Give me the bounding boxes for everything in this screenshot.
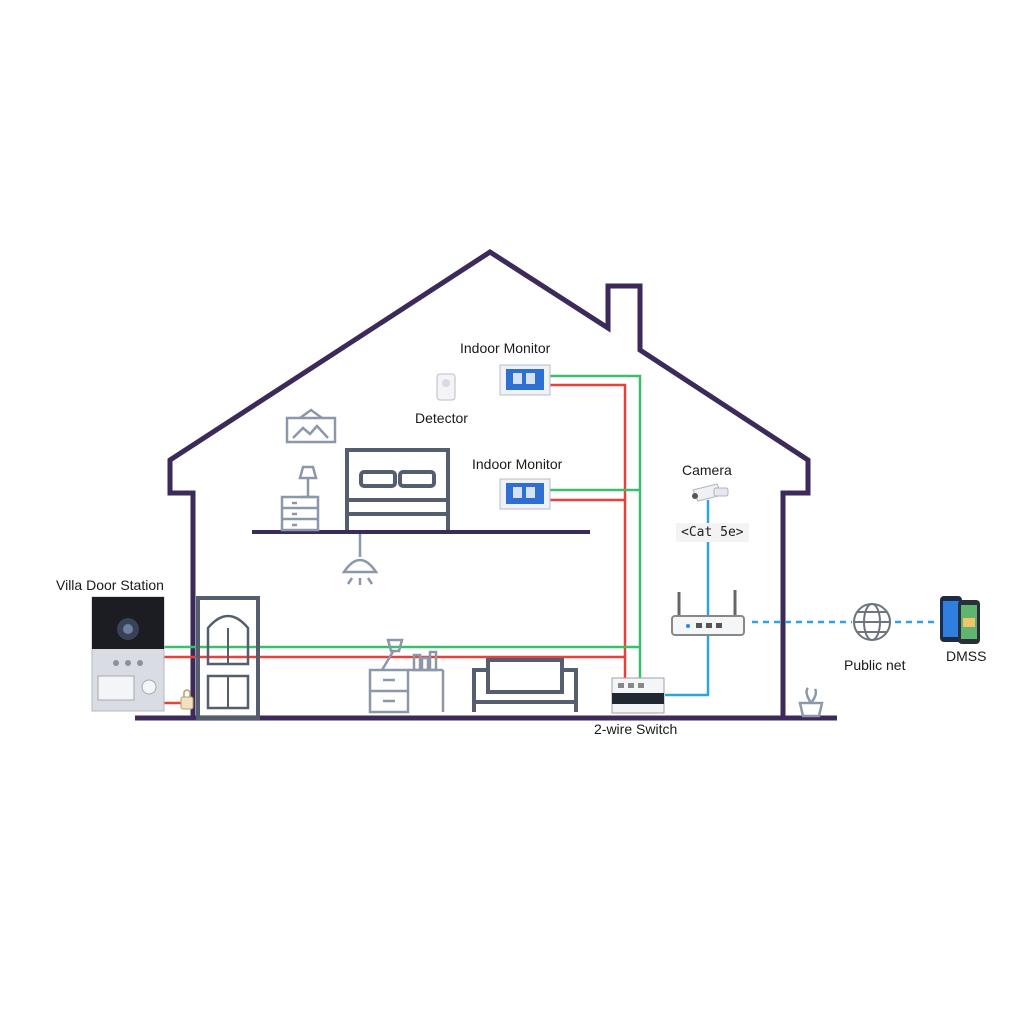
switch-to-router — [665, 636, 710, 697]
two-wire-switch-device — [611, 677, 665, 714]
red-wire-monitor-1 — [550, 383, 627, 680]
sofa-icon — [472, 658, 578, 712]
ceiling-lamp-icon — [341, 534, 379, 585]
detector-icon — [436, 373, 456, 401]
camera-device — [692, 483, 729, 502]
dmss-label: DMSS — [946, 648, 987, 664]
detector-label: Detector — [415, 410, 468, 426]
globe-icon — [853, 603, 891, 641]
public-net-label: Public net — [844, 657, 906, 673]
nightstand-icon — [280, 465, 320, 532]
cable-type-label: <Cat 5e> — [676, 523, 749, 542]
two-wire-switch-label: 2-wire Switch — [594, 721, 678, 737]
indoor-monitor-1-device — [499, 364, 551, 396]
camera-label: Camera — [682, 462, 732, 478]
indoor-monitor-2-label: Indoor Monitor — [472, 456, 563, 472]
villa-door-station-label: Villa Door Station — [56, 577, 164, 593]
front-door-icon — [196, 596, 260, 720]
router-device — [671, 590, 745, 636]
picture-frame-icon — [285, 408, 337, 444]
network-lines — [665, 500, 938, 697]
wires — [164, 374, 642, 705]
lock-icon — [180, 689, 194, 710]
indoor-monitor-1-label: Indoor Monitor — [460, 340, 551, 356]
villa-door-station-device — [91, 596, 165, 712]
green-wire-monitor-1 — [550, 374, 642, 680]
dmss-phones-icon — [940, 596, 980, 644]
potted-plant-icon — [798, 687, 824, 718]
desk-icon — [368, 638, 445, 714]
bed-icon — [345, 448, 450, 530]
indoor-monitor-2-device — [499, 478, 551, 510]
